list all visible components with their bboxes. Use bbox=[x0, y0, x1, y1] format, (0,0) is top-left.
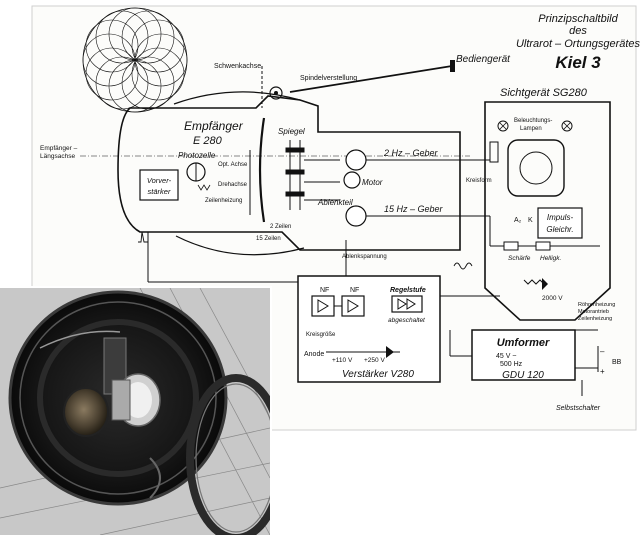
label-roehrenheizung: Röhrenheizung bbox=[578, 302, 615, 308]
label-250v: +250 V bbox=[364, 357, 385, 364]
wave-signal-icon bbox=[453, 262, 473, 270]
photo-drawing bbox=[0, 287, 286, 540]
spindle-gear-icon bbox=[269, 86, 283, 100]
geber-15hz-icon bbox=[345, 205, 367, 227]
label-opt-achse: Opt. Achse bbox=[218, 162, 248, 168]
label-k: K bbox=[528, 217, 533, 224]
label-regelstufe: Regelstufe bbox=[390, 287, 426, 294]
label-plus: + bbox=[600, 367, 605, 376]
label-minus: – bbox=[600, 347, 605, 356]
title-line-3: Ultrarot – Ortungsgerätes bbox=[516, 38, 640, 50]
label-laengsachse-2: Längsachse bbox=[40, 153, 75, 160]
label-500hz: 500 Hz bbox=[500, 361, 523, 368]
label-spiegel: Spiegel bbox=[278, 127, 305, 136]
label-2000v: 2000 V bbox=[542, 295, 563, 302]
label-a2: A₂ bbox=[514, 217, 522, 224]
label-nf-1: NF bbox=[320, 287, 329, 294]
lamp-left-icon bbox=[497, 120, 509, 132]
equipment-photo bbox=[0, 286, 286, 540]
label-beleuchtung-2: Lampen bbox=[520, 126, 542, 132]
bediengeraet-knob-icon bbox=[450, 60, 455, 72]
motor-icon bbox=[343, 171, 361, 189]
label-drehachse: Drehachse bbox=[218, 182, 248, 188]
label-abgeschaltet: abgeschaltet bbox=[388, 317, 426, 324]
label-spindelverstellung: Spindelverstellung bbox=[300, 75, 357, 82]
label-gdu: GDU 120 bbox=[502, 370, 544, 381]
crt-screen bbox=[507, 139, 565, 197]
umformer-box bbox=[471, 329, 576, 381]
verstaerker-box bbox=[297, 275, 441, 383]
pulse-signal-icon bbox=[138, 231, 148, 243]
label-zeilen-count: 2 Zeilen bbox=[270, 224, 291, 230]
label-ablenkteil: Ablenkteil bbox=[317, 198, 353, 207]
label-sichtgeraet: Sichtgerät SG280 bbox=[500, 87, 588, 99]
sichtgeraet-housing bbox=[484, 101, 611, 321]
lamp-right-icon bbox=[561, 120, 573, 132]
vorverstaerker-box bbox=[139, 169, 179, 201]
empfaenger-housing bbox=[117, 91, 461, 256]
label-bb: BB bbox=[612, 359, 622, 366]
label-helligk: Helligk. bbox=[540, 255, 562, 262]
label-ablenkspannung: Ablenkspannung bbox=[342, 254, 387, 260]
label-15-zeilen: 15 Zeilen bbox=[256, 236, 281, 242]
spindle-shaft bbox=[289, 65, 453, 93]
title-line-2: des bbox=[569, 25, 587, 37]
title-model: Kiel 3 bbox=[555, 53, 601, 72]
label-geber-2hz: 2 Hz – Geber bbox=[383, 148, 439, 158]
photo-lens bbox=[63, 387, 109, 437]
label-impuls-1: Impuls- bbox=[547, 213, 574, 222]
label-45v: 45 V ~ bbox=[496, 353, 516, 360]
label-motor: Motor bbox=[362, 178, 383, 187]
label-impuls-2: Gleichr. bbox=[546, 225, 573, 234]
label-empfaenger-model: E 280 bbox=[193, 135, 223, 147]
mirror-drive-gearing bbox=[285, 140, 340, 210]
label-bediengeraet: Bediengerät bbox=[456, 54, 511, 65]
label-laengsachse-1: Empfänger – bbox=[40, 145, 78, 152]
label-anode: Anode bbox=[304, 351, 324, 358]
label-kreisgroesse: Kreisgröße bbox=[306, 332, 336, 338]
label-selbstschalter: Selbstschalter bbox=[556, 405, 601, 412]
label-zeilenheizung-2: Zeilenheizung bbox=[578, 316, 612, 322]
label-empfaenger: Empfänger bbox=[184, 119, 244, 133]
label-beleuchtung-1: Beleuchtungs- bbox=[514, 118, 552, 124]
label-schwenkachse: Schwenkachse bbox=[214, 63, 261, 70]
nf-stage-2 bbox=[341, 295, 365, 317]
label-umformer: Umformer bbox=[497, 337, 550, 349]
spiegel-mirror bbox=[258, 117, 266, 223]
label-photozelle: Photozelle bbox=[178, 151, 216, 160]
label-vorverstaerker-1: Vorver- bbox=[147, 176, 172, 185]
nf-stage-1 bbox=[311, 295, 335, 317]
label-schaerfe: Schärfe bbox=[508, 255, 531, 262]
label-vorverstaerker-2: stärker bbox=[148, 187, 171, 196]
label-kreisform: Kreisform bbox=[466, 178, 492, 184]
label-verstaerker: Verstärker V280 bbox=[342, 369, 414, 380]
geber-2hz-icon bbox=[345, 149, 367, 171]
label-110v: +110 V bbox=[332, 357, 353, 364]
title-block: Prinzipschaltbild des Ultrarot – Ortungs… bbox=[516, 13, 640, 72]
label-zeilenheizung: Zeilenheizung bbox=[205, 198, 242, 204]
label-geber-15hz: 15 Hz – Geber bbox=[384, 204, 444, 214]
rosette-scan-pattern bbox=[82, 7, 188, 113]
title-line-1: Prinzipschaltbild bbox=[538, 13, 618, 25]
label-nf-2: NF bbox=[350, 287, 359, 294]
impulsgleichr-box bbox=[537, 207, 583, 239]
wiring bbox=[147, 142, 599, 372]
label-motorantrieb: Motorantrieb bbox=[578, 309, 609, 315]
